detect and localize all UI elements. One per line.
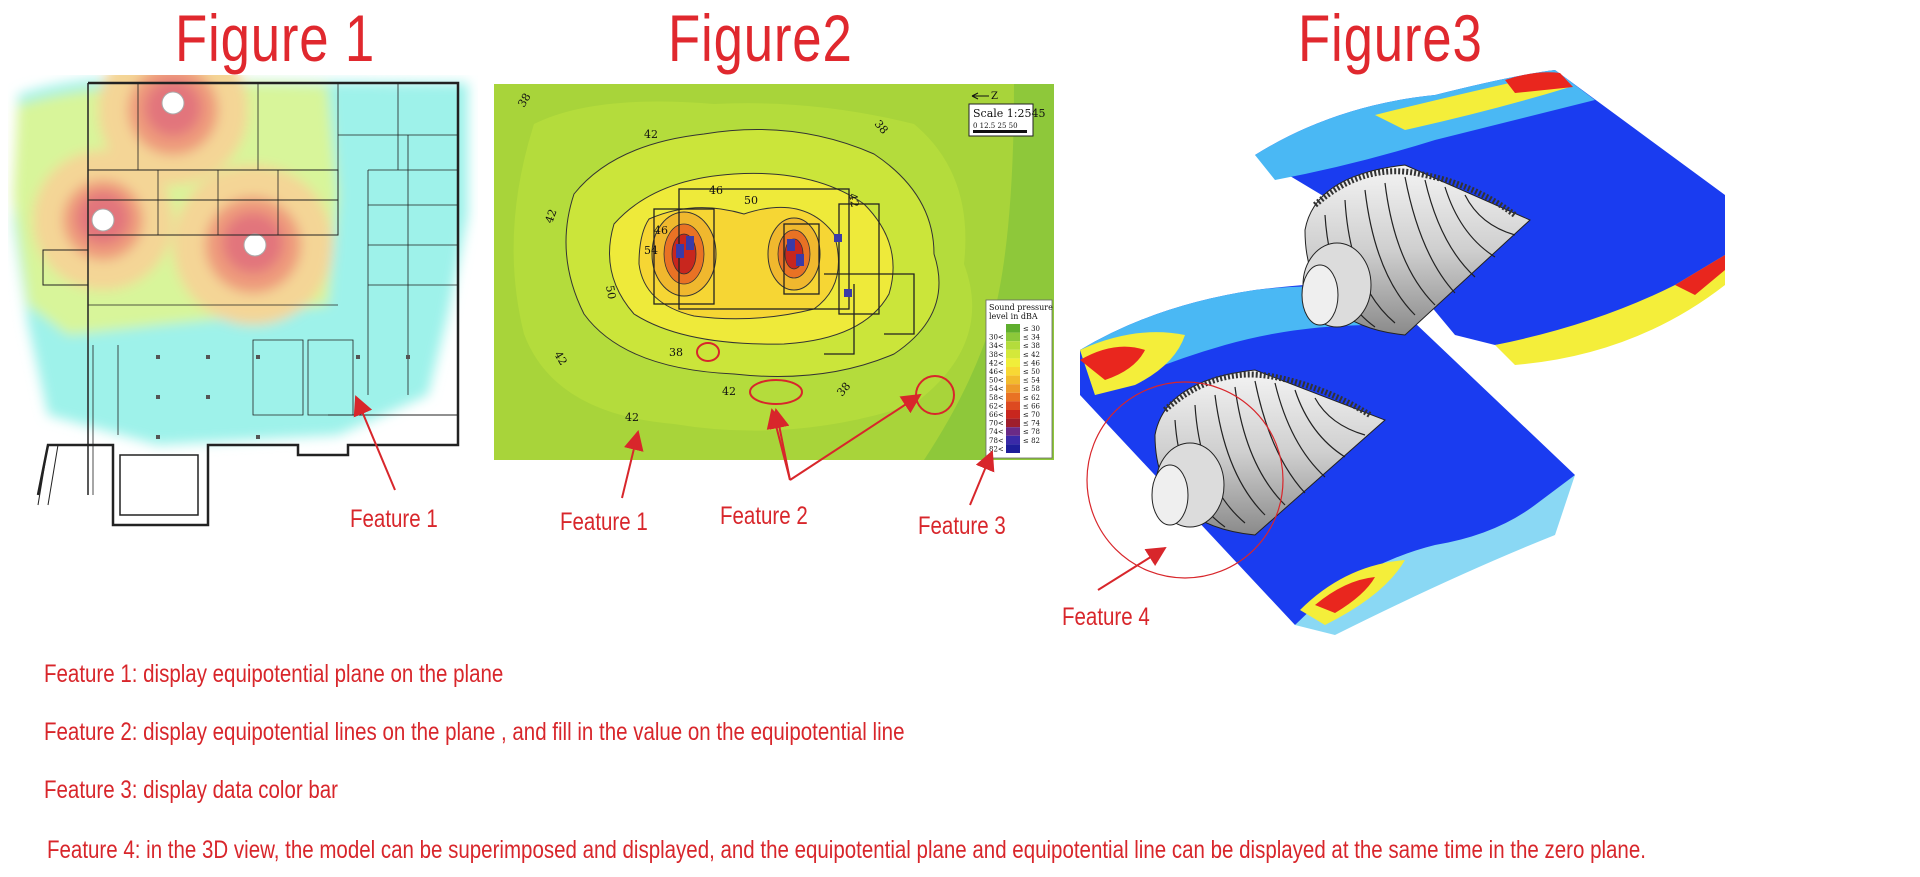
legend-range-label: 78< [989,437,1004,445]
fig2-feature2-label: Feature 2 [720,502,808,530]
legend-swatch [1006,435,1020,445]
legend-max-label: ≤ 54 [1023,377,1041,385]
note-feature1-text: : display equipotential plane on the pla… [131,660,504,688]
legend-max-label: ≤ 82 [1023,437,1040,445]
legend-max-label: ≤ 38 [1023,342,1040,350]
legend-swatch [1006,367,1020,376]
legend-swatch [1006,410,1020,419]
svg-text:Scale 1:2545: Scale 1:2545 [973,107,1045,120]
fig2-feature3-label: Feature 3 [918,512,1006,540]
legend-swatch [1006,375,1020,385]
legend-max-label: ≤ 78 [1023,428,1040,436]
note-feature1-label: Feature 1 [44,660,132,688]
legend-max-label: ≤ 50 [1023,368,1040,376]
note-feature3-text: : display data color bar [131,776,339,804]
fig2-scale-box: Z Scale 1:2545 0 12.5 25 50 [968,91,1045,137]
legend-swatch [1006,332,1020,342]
note-feature4-label: Feature 4 [47,836,135,864]
svg-text:42: 42 [625,411,639,424]
legend-max-label: ≤ 70 [1023,411,1040,419]
svg-text:46: 46 [654,224,668,237]
svg-text:level in dBA: level in dBA [989,312,1038,321]
legend-range-label: 50< [989,377,1004,385]
svg-text:38: 38 [669,346,683,359]
note-feature2-text: : display equipotential lines on the pla… [131,718,905,746]
svg-text:0 12.5 25 50: 0 12.5 25 50 [973,122,1018,130]
legend-max-label: ≤ 34 [1023,334,1041,342]
figure1-title: Figure 1 [175,1,376,75]
legend-max-label: ≤ 66 [1023,402,1041,410]
feature4-highlight-circle [1086,381,1284,579]
svg-text:Sound pressure: Sound pressure [989,303,1053,312]
legend-max-label: ≤ 42 [1023,351,1040,359]
legend-max-label: ≤ 58 [1023,385,1040,393]
note-feature2: Feature 2: display equipotential lines o… [44,718,904,747]
figure2-contour-map: 38 42 42 42 42 46 46 50 50 54 42 38 38 4… [494,84,1054,460]
svg-text:46: 46 [709,184,723,197]
svg-text:38: 38 [515,91,533,110]
legend-swatch [1006,401,1020,410]
fig2-sources [676,234,852,297]
legend-range-label: 42< [989,359,1004,367]
legend-range-label: 62< [989,402,1004,410]
legend-swatch [1006,444,1020,453]
legend-range-label: 54< [989,385,1004,393]
svg-text:42: 42 [722,385,736,398]
legend-max-label: ≤ 74 [1023,420,1041,428]
svg-text:42: 42 [846,192,861,208]
fig2-feature1-label: Feature 1 [560,508,648,536]
legend-swatch [1006,418,1020,428]
svg-text:50: 50 [603,284,618,300]
svg-text:50: 50 [744,194,758,207]
legend-range-label: 82< [989,445,1004,453]
note-feature2-label: Feature 2 [44,718,132,746]
legend-range-label: 34< [989,342,1004,350]
figure3-3d-view [1080,70,1725,635]
legend-range-label: 70< [989,420,1004,428]
note-feature3: Feature 3: display data color bar [44,776,338,805]
legend-swatch [1006,341,1020,350]
note-feature3-label: Feature 3 [44,776,132,804]
legend-max-label: ≤ 30 [1023,325,1040,333]
svg-text:54: 54 [644,244,658,257]
legend-max-label: ≤ 62 [1023,394,1040,402]
legend-swatch [1006,392,1020,402]
note-feature4-text: : in the 3D view, the model can be super… [134,836,1646,864]
building-walls [36,81,460,527]
legend-swatch [1006,384,1020,393]
fig2-contour-labels: 38 42 42 42 42 46 46 50 50 54 42 38 38 4… [515,91,890,424]
access-points [91,91,267,257]
legend-swatch [1006,358,1020,367]
legend-swatch [1006,324,1020,333]
legend-range-label: 58< [989,394,1004,402]
figure3-title: Figure3 [1298,1,1483,75]
svg-text:42: 42 [551,349,569,368]
heat-zones [13,75,468,445]
fig2-legend-colorbar: Sound pressure level in dBA ≤ 30 30< ≤ 34 3… [985,299,1053,459]
fig3-feature4-label: Feature 4 [1062,603,1150,631]
svg-text:42: 42 [543,207,560,225]
legend-swatch [1006,427,1020,436]
legend-max-label: ≤ 46 [1023,359,1041,367]
svg-text:Z: Z [991,91,998,102]
lower-turbine-model [1086,369,1386,579]
legend-swatch [1006,349,1020,359]
legend-range-label: 30< [989,334,1004,342]
columns [156,355,410,439]
note-feature4: Feature 4: in the 3D view, the model can… [47,836,1646,865]
legend-range-label: 38< [989,351,1004,359]
legend-range-label: 66< [989,411,1004,419]
fig1-feature1-label: Feature 1 [350,505,438,533]
legend-range-label: 46< [989,368,1004,376]
figure1-heatmap-floorplan [13,75,468,527]
upper-turbine-model [1301,164,1531,336]
figure2-title: Figure2 [668,1,853,75]
note-feature1: Feature 1: display equipotential plane o… [44,660,503,689]
svg-text:42: 42 [644,128,658,141]
legend-range-label: 74< [989,428,1004,436]
